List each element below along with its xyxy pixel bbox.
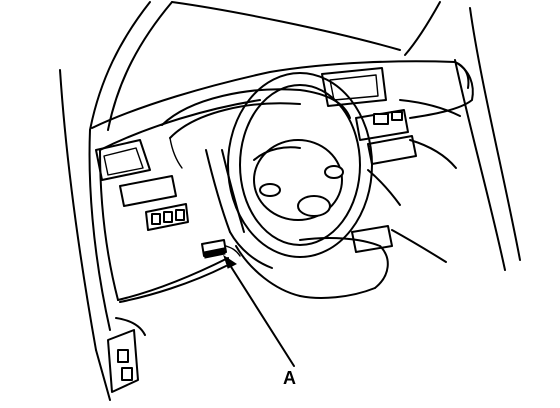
- steering-wheel: [227, 72, 373, 258]
- lower-dashboard: [115, 225, 447, 336]
- door-pocket: [107, 329, 139, 393]
- right-control-panel: [355, 99, 461, 206]
- callout-label-a: A: [283, 368, 296, 388]
- left-switch-panel: [119, 175, 189, 231]
- connector-icon: [201, 239, 241, 259]
- windshield-frame: [171, 1, 521, 271]
- steering-column: [205, 149, 273, 269]
- left-air-vent: [95, 139, 151, 181]
- dashboard-shell: [91, 60, 474, 301]
- callout-leader-line: [223, 254, 295, 367]
- center-display: [321, 67, 387, 107]
- left-a-pillar: [59, 1, 173, 401]
